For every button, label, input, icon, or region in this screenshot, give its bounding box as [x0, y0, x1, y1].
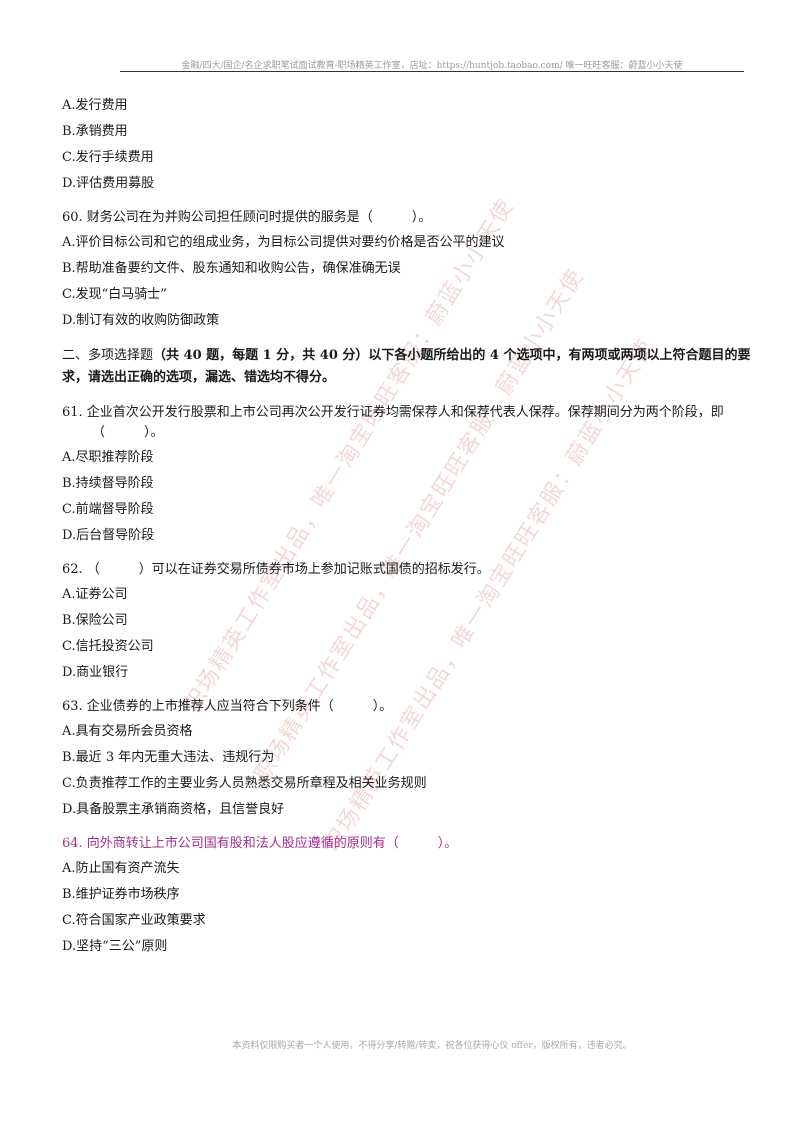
option-b: B.承销费用 [62, 124, 128, 139]
document-body: A.发行费用 B.承销费用 C.发行手续费用 D.评估费用募股 60. 财务公司… [62, 96, 752, 971]
section-instructions: （共 40 题，每题 1 分，共 40 分）以下各小题所给出的 4 个选项中，有… [62, 348, 751, 385]
option-b: B.最近 3 年内无重大违法、违规行为 [62, 750, 275, 765]
option-d: D.具备股票主承销商资格，且信誉良好 [62, 802, 285, 817]
question-63: 63. 企业债券的上市推荐人应当符合下列条件（ ）。 A.具有交易所会员资格 B… [62, 697, 752, 820]
option-b: B.保险公司 [62, 613, 128, 628]
option-d: D.商业银行 [62, 665, 129, 680]
option-d: D.制订有效的收购防御政策 [62, 313, 220, 328]
question-60: 60. 财务公司在为并购公司担任顾问时提供的服务是（ ）。 A.评价目标公司和它… [62, 208, 752, 331]
option-b: B.持续督导阶段 [62, 476, 154, 491]
option-c: C.前端督导阶段 [62, 502, 154, 517]
option-d: D.后台督导阶段 [62, 528, 155, 543]
option-a: A.发行费用 [62, 98, 128, 113]
question-stem: 63. 企业债券的上市推荐人应当符合下列条件（ ）。 [62, 699, 393, 714]
question-64: 64. 向外商转让上市公司国有股和法人股应遵循的原则有（ ）。 A.防止国有资产… [62, 834, 752, 957]
question-stem: 62. （ ）可以在证券交易所债券市场上参加记账式国债的招标发行。 [62, 562, 490, 577]
option-c: C.符合国家产业政策要求 [62, 913, 206, 928]
question-61: 61. 企业首次公开发行股票和上市公司再次公开发行证券均需保荐人和保荐代表人保荐… [62, 403, 752, 546]
question-stem: 61. 企业首次公开发行股票和上市公司再次公开发行证券均需保荐人和保荐代表人保荐… [62, 405, 724, 440]
question-stem-highlighted: 64. 向外商转让上市公司国有股和法人股应遵循的原则有（ ）。 [62, 836, 458, 851]
option-a: A.尽职推荐阶段 [62, 450, 154, 465]
page-footer-text: 本资料仅限购买者一个人使用，不得分享/转赠/转卖，祝各位获得心仪 offer，版… [232, 1041, 632, 1051]
option-b: B.帮助准备要约文件、股东通知和收购公告，确保准确无误 [62, 261, 401, 276]
section-heading-multiple-choice: 二、多项选择题（共 40 题，每题 1 分，共 40 分）以下各小题所给出的 4… [62, 345, 752, 389]
section-title: 二、多项选择题 [62, 348, 154, 363]
question-62: 62. （ ）可以在证券交易所债券市场上参加记账式国债的招标发行。 A.证券公司… [62, 560, 752, 683]
option-a: A.评价目标公司和它的组成业务，为目标公司提供对要约价格是否公平的建议 [62, 235, 505, 250]
page-header-text: 金融/四大/国企/名企求职笔试面试教育-职场精英工作室，店址：https://h… [181, 61, 683, 71]
header-rule [120, 71, 744, 72]
option-d: D.评估费用募股 [62, 176, 155, 191]
option-c: C.发行手续费用 [62, 150, 154, 165]
option-a: A.证券公司 [62, 587, 128, 602]
option-a: A.具有交易所会员资格 [62, 724, 193, 739]
option-b: B.维护证券市场秩序 [62, 887, 180, 902]
option-c: C.信托投资公司 [62, 639, 154, 654]
option-c: C.发现“白马骑士” [62, 287, 167, 302]
question-59-options: A.发行费用 B.承销费用 C.发行手续费用 D.评估费用募股 [62, 96, 752, 194]
option-d: D.坚持“三公”原则 [62, 939, 168, 954]
option-a: A.防止国有资产流失 [62, 861, 180, 876]
question-stem: 60. 财务公司在为并购公司担任顾问时提供的服务是（ ）。 [62, 210, 432, 225]
option-c: C.负责推荐工作的主要业务人员熟悉交易所章程及相关业务规则 [62, 776, 427, 791]
